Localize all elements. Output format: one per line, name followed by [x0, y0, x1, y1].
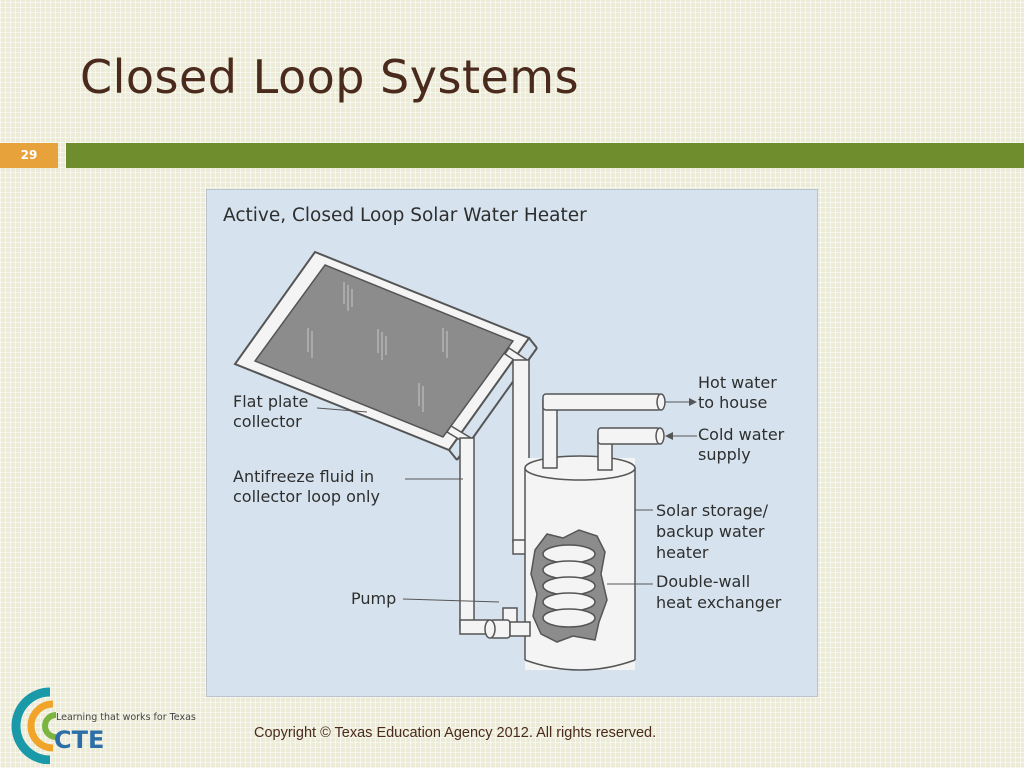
diagram-title: Active, Closed Loop Solar Water Heater — [223, 205, 587, 226]
heat-exchanger — [530, 529, 608, 643]
label-antifreeze-2: collector loop only — [233, 487, 380, 506]
slide-number: 29 — [0, 143, 58, 168]
label-exchanger-1: Double-wall — [656, 572, 750, 591]
arrowheads — [665, 398, 697, 440]
house-water-pipes — [542, 393, 666, 471]
cte-name: CTE — [54, 726, 104, 754]
label-hot-water-2: to house — [698, 393, 767, 412]
label-storage-2: backup water — [656, 522, 765, 541]
label-hot-water-1: Hot water — [698, 373, 777, 392]
label-leaders — [316, 401, 697, 603]
slide-title: Closed Loop Systems — [80, 50, 580, 104]
label-antifreeze-1: Antifreeze fluid in — [233, 467, 374, 486]
title-bar — [66, 143, 1024, 168]
label-storage-1: Solar storage/ — [656, 501, 769, 520]
label-cold-water-1: Cold water — [698, 425, 785, 444]
diagram-svg: Active, Closed Loop Solar Water Heater — [223, 205, 785, 671]
label-flat-plate-1: Flat plate — [233, 392, 308, 411]
cte-logo: Learning that works for Texas CTE — [10, 684, 210, 765]
pump — [484, 619, 531, 639]
label-cold-water-2: supply — [698, 445, 751, 464]
label-flat-plate-2: collector — [233, 412, 302, 431]
solar-water-heater-diagram: Active, Closed Loop Solar Water Heater — [206, 189, 818, 697]
cte-tagline: Learning that works for Texas — [56, 712, 196, 723]
flat-plate-collector — [233, 250, 538, 461]
label-storage-3: heater — [656, 543, 709, 562]
copyright-text: Copyright © Texas Education Agency 2012.… — [254, 725, 657, 741]
label-exchanger-2: heat exchanger — [656, 593, 782, 612]
label-pump: Pump — [351, 589, 396, 608]
